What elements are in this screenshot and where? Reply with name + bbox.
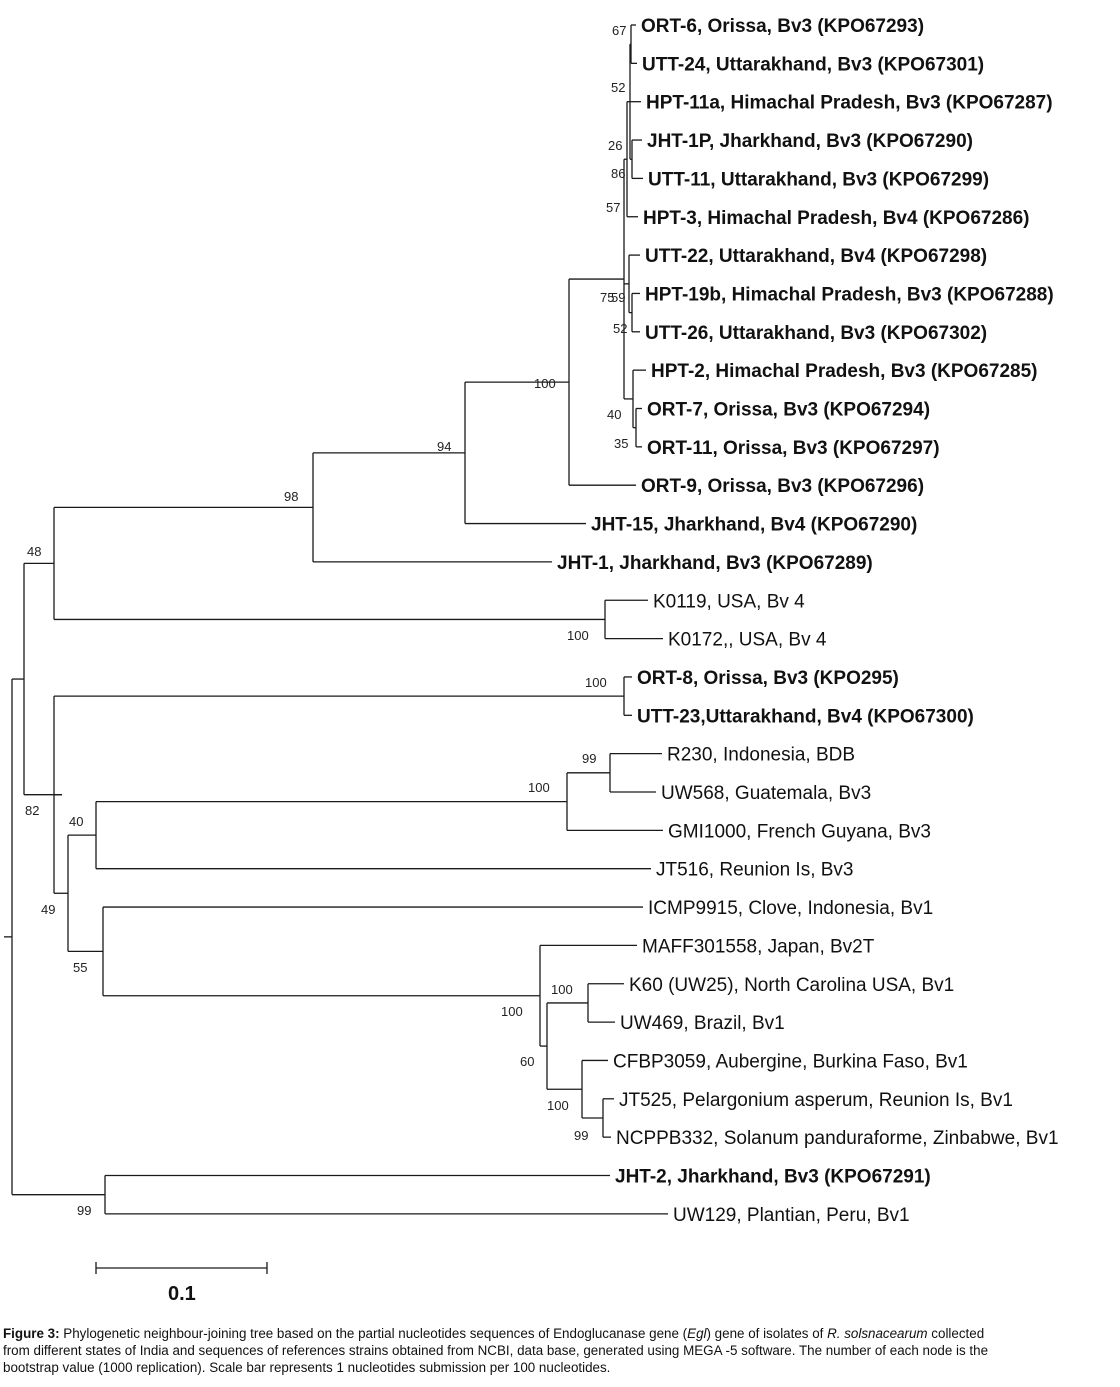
leaf-label-jht1: JHT-1, Jharkhand, Bv3 (KPO67289) — [557, 553, 873, 574]
bootstrap-value: 26 — [608, 138, 622, 153]
leaf-label-hpt3: HPT-3, Himachal Pradesh, Bv4 (KPO67286) — [643, 208, 1030, 229]
bootstrap-value: 100 — [528, 780, 550, 795]
leaf-label-uw469: UW469, Brazil, Bv1 — [620, 1013, 785, 1034]
caption-segment: Phylogenetic neighbour-joining tree base… — [63, 1326, 688, 1341]
caption-figure-label: Figure 3: — [3, 1326, 60, 1341]
leaf-label-ort7: ORT-7, Orissa, Bv3 (KPO67294) — [647, 400, 930, 421]
bootstrap-value: 40 — [607, 407, 621, 422]
leaf-label-utt24: UTT-24, Uttarakhand, Bv3 (KPO67301) — [642, 54, 984, 75]
caption-line-1: Figure 3: Phylogenetic neighbour-joining… — [3, 1325, 1117, 1342]
bootstrap-value: 35 — [614, 436, 628, 451]
bootstrap-value: 99 — [574, 1128, 588, 1143]
leaf-label-utt11: UTT-11, Uttarakhand, Bv3 (KPO67299) — [648, 169, 989, 190]
leaf-label-ort11: ORT-11, Orissa, Bv3 (KPO67297) — [647, 438, 940, 459]
caption-line-2: from different states of India and seque… — [3, 1343, 989, 1358]
leaf-label-ort9: ORT-9, Orissa, Bv3 (KPO67296) — [641, 476, 924, 497]
leaf-label-k60: K60 (UW25), North Carolina USA, Bv1 — [629, 975, 954, 996]
bootstrap-value: 98 — [284, 489, 298, 504]
bootstrap-value: 57 — [606, 200, 620, 215]
caption-segment: Egl — [687, 1326, 707, 1341]
bootstrap-value: 52 — [613, 321, 627, 336]
caption-segment: R. solsnacearum — [827, 1326, 928, 1341]
bootstrap-value: 60 — [520, 1054, 534, 1069]
bootstrap-value: 100 — [567, 628, 589, 643]
leaf-label-hpt2: HPT-2, Himachal Pradesh, Bv3 (KPO67285) — [651, 361, 1038, 382]
leaf-labels: ORT-6, Orissa, Bv3 (KPO67293) UTT-24, Utt… — [557, 16, 1059, 1226]
leaf-label-jht2: JHT-2, Jharkhand, Bv3 (KPO67291) — [615, 1167, 931, 1188]
leaf-label-cfbp: CFBP3059, Aubergine, Burkina Faso, Bv1 — [613, 1051, 968, 1072]
bootstrap-value: 100 — [547, 1098, 569, 1113]
bootstrap-value: 55 — [73, 960, 87, 975]
leaf-label-hpt19b: HPT-19b, Himachal Pradesh, Bv3 (KPO67288… — [645, 284, 1054, 305]
figure-caption: Figure 3: Phylogenetic neighbour-joining… — [3, 1325, 1117, 1376]
leaf-label-jt525: JT525, Pelargonium asperum, Reunion Is, … — [619, 1090, 1013, 1111]
bootstrap-value: 100 — [534, 376, 556, 391]
leaf-label-uw129: UW129, Plantian, Peru, Bv1 — [673, 1205, 910, 1226]
bootstrap-value: 86 — [611, 166, 625, 181]
leaf-label-ncppb: NCPPB332, Solanum panduraforme, Zinbabwe… — [616, 1128, 1059, 1149]
leaf-label-jht15: JHT-15, Jharkhand, Bv4 (KPO67290) — [591, 515, 917, 536]
leaf-label-utt22: UTT-22, Uttarakhand, Bv4 (KPO67298) — [645, 246, 987, 267]
leaf-label-k0172: K0172,, USA, Bv 4 — [668, 630, 827, 651]
bootstrap-value: 99 — [77, 1203, 91, 1218]
caption-segment: collected — [927, 1326, 985, 1341]
bootstrap-value: 75 — [600, 290, 614, 305]
bootstrap-value: 82 — [25, 803, 39, 818]
leaf-label-jht1p: JHT-1P, Jharkhand, Bv3 (KPO67290) — [647, 131, 973, 152]
leaf-label-icmp9915: ICMP9915, Clove, Indonesia, Bv1 — [648, 898, 933, 919]
bootstrap-value: 100 — [501, 1004, 523, 1019]
bootstrap-value: 67 — [612, 23, 626, 38]
bootstrap-value: 59 — [611, 290, 625, 305]
leaf-label-maff: MAFF301558, Japan, Bv2T — [642, 936, 875, 957]
leaf-label-r230: R230, Indonesia, BDB — [667, 745, 855, 766]
leaf-label-utt26: UTT-26, Uttarakhand, Bv3 (KPO67302) — [645, 323, 987, 344]
caption-segment: ) gene of isolates of — [706, 1326, 828, 1341]
bootstrap-value: 94 — [437, 439, 451, 454]
leaf-label-jt516: JT516, Reunion Is, Bv3 — [656, 860, 854, 881]
leaf-label-gmi1000: GMI1000, French Guyana, Bv3 — [668, 821, 931, 842]
bootstrap-value: 40 — [69, 814, 83, 829]
bootstrap-value: 52 — [611, 80, 625, 95]
scale-bar-label: 0.1 — [168, 1283, 196, 1305]
leaf-label-ort6: ORT-6, Orissa, Bv3 (KPO67293) — [641, 16, 924, 37]
bootstrap-value: 100 — [551, 982, 573, 997]
bootstrap-value: 49 — [41, 902, 55, 917]
leaf-label-ort8: ORT-8, Orissa, Bv3 (KPO295) — [637, 668, 899, 689]
bootstrap-value: 100 — [585, 675, 607, 690]
leaf-label-utt23: UTT-23,Uttarakhand, Bv4 (KPO67300) — [637, 706, 974, 727]
caption-line-3: bootstrap value (1000 replication). Scal… — [3, 1360, 611, 1375]
leaf-label-hpt11a: HPT-11a, Himachal Pradesh, Bv3 (KPO67287… — [646, 93, 1053, 114]
bootstrap-value: 48 — [27, 544, 41, 559]
scale-bar: 0.1 — [95, 1262, 268, 1305]
leaf-label-k0119: K0119, USA, Bv 4 — [653, 591, 805, 612]
bootstrap-value: 99 — [582, 751, 596, 766]
tree-branches — [4, 24, 668, 1215]
leaf-label-uw568: UW568, Guatemala, Bv3 — [661, 783, 871, 804]
